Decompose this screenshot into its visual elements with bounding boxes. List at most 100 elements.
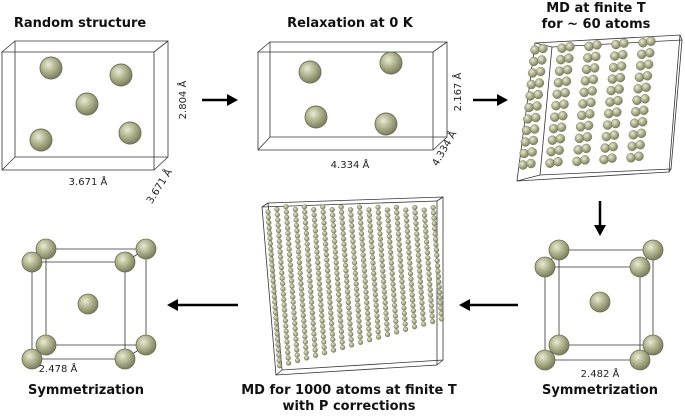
- atom: [587, 86, 597, 96]
- atom: [304, 105, 328, 129]
- atom: [424, 244, 430, 250]
- atom: [417, 279, 424, 285]
- atom: [320, 204, 326, 210]
- atom: [276, 233, 282, 239]
- atom: [332, 238, 338, 245]
- atoms-group: [518, 36, 656, 170]
- panel-title: Relaxation at 0 K: [287, 16, 414, 31]
- atom: [641, 82, 651, 93]
- atom: [294, 222, 300, 229]
- atom: [278, 265, 285, 271]
- atom: [350, 233, 356, 239]
- atom: [562, 64, 573, 75]
- atom: [643, 59, 654, 70]
- atom: [535, 66, 546, 77]
- atom: [358, 225, 364, 232]
- atom: [303, 344, 309, 350]
- atom: [368, 239, 375, 245]
- atom: [21, 348, 43, 370]
- atom: [282, 312, 288, 319]
- atom: [286, 360, 292, 366]
- atom: [416, 257, 422, 264]
- atom: [394, 329, 400, 335]
- atom: [533, 89, 543, 100]
- atom: [401, 310, 408, 317]
- atom: [289, 289, 296, 295]
- atom: [395, 220, 401, 226]
- atom: [308, 294, 314, 300]
- atom: [381, 278, 387, 285]
- atom: [35, 334, 57, 356]
- atom: [637, 117, 648, 127]
- atom: [357, 204, 363, 210]
- atom: [403, 326, 409, 332]
- atom: [265, 214, 272, 220]
- atom: [311, 331, 317, 337]
- atom: [269, 267, 276, 273]
- atom: [435, 268, 441, 274]
- atom: [284, 220, 290, 226]
- atom: [352, 270, 359, 277]
- atom: [379, 257, 385, 263]
- atom: [315, 265, 321, 271]
- atom: [366, 331, 372, 338]
- atom: [369, 244, 375, 250]
- atom: [382, 300, 388, 306]
- panel-symmetrization-left: 2.478 Å Symmetrization: [21, 238, 157, 398]
- atom: [428, 292, 434, 298]
- atom: [390, 286, 397, 293]
- atom: [380, 268, 386, 274]
- atom: [312, 217, 318, 223]
- atom: [411, 318, 417, 325]
- atom: [405, 239, 411, 245]
- atom: [408, 271, 414, 277]
- atom: [367, 223, 373, 229]
- atom: [367, 337, 373, 343]
- atom: [406, 255, 413, 261]
- atom: [320, 209, 326, 215]
- atom: [426, 265, 432, 272]
- atom: [323, 246, 329, 253]
- atom: [368, 233, 374, 240]
- atom: [582, 132, 593, 142]
- atom: [330, 212, 336, 218]
- atom: [400, 294, 406, 301]
- atom: [564, 53, 574, 63]
- atom: [608, 141, 618, 152]
- atom: [419, 305, 426, 311]
- atom: [579, 87, 589, 98]
- atom: [419, 300, 425, 306]
- atom: [437, 300, 444, 306]
- atom: [273, 320, 280, 326]
- atom: [289, 283, 295, 289]
- atom: [424, 250, 431, 256]
- atom: [270, 273, 276, 279]
- atom: [363, 289, 369, 295]
- atom: [607, 153, 617, 163]
- atom: [363, 284, 369, 290]
- atom: [361, 257, 367, 263]
- atom: [298, 281, 304, 287]
- atom: [529, 56, 539, 67]
- atom: [274, 206, 280, 213]
- atom: [337, 307, 343, 314]
- atom: [302, 209, 308, 215]
- atom: [532, 101, 542, 111]
- atom: [268, 246, 274, 252]
- atom: [376, 334, 382, 340]
- atom: [300, 302, 306, 308]
- atom: [375, 323, 381, 330]
- atoms-group: [29, 56, 142, 152]
- atom: [372, 281, 378, 287]
- atom: [526, 79, 537, 90]
- atom: [333, 254, 339, 261]
- atom: [396, 241, 402, 248]
- atom: [389, 265, 395, 271]
- atom: [642, 334, 664, 356]
- atom: [527, 68, 538, 78]
- atom: [561, 76, 572, 86]
- atom: [324, 257, 330, 263]
- atom: [291, 315, 298, 321]
- atom: [329, 331, 336, 337]
- atom: [422, 218, 428, 224]
